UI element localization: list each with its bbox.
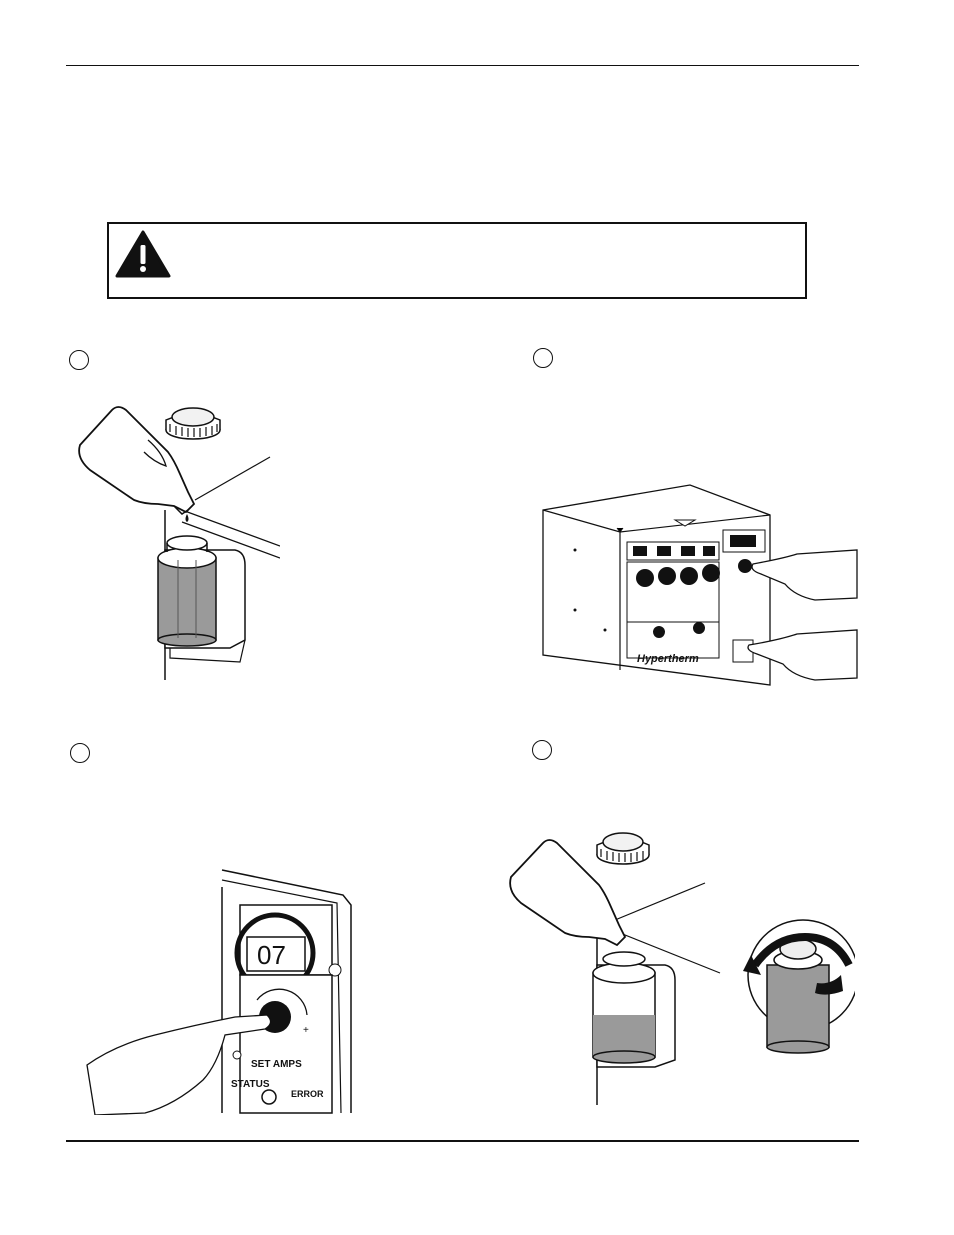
footer-rule [66, 1140, 859, 1142]
svg-text:Hypertherm: Hypertherm [637, 653, 699, 665]
pointing-hand-icon [747, 549, 858, 681]
reservoir-cap-icon [596, 832, 650, 865]
reservoir-cap-icon [165, 407, 221, 440]
warning-box [107, 222, 807, 299]
step-1-marker [69, 350, 89, 370]
coolant-bottle-icon [509, 839, 627, 947]
figure-power-supply: Hypertherm [542, 484, 858, 686]
step-2-marker [533, 348, 553, 368]
plus-label: + [303, 1025, 309, 1036]
step-3-marker [70, 743, 90, 763]
step-4-marker [532, 740, 552, 760]
warning-triangle-icon [115, 230, 171, 278]
amps-display-digits: 07 [257, 940, 286, 970]
pointing-hand-icon [86, 1014, 272, 1115]
error-label: ERROR [291, 1089, 324, 1099]
figure-fill-reservoir [78, 406, 280, 680]
header-rule [66, 65, 859, 66]
set-amps-label: SET AMPS [251, 1059, 302, 1070]
status-label: STATUS [231, 1079, 270, 1090]
figure-set-amps: 07 + SET AMPS STATUS ERROR [86, 869, 352, 1115]
rotate-arrow-icon [743, 955, 843, 995]
figure-refill-reservoir [509, 832, 855, 1105]
coolant-bottle-icon [78, 406, 196, 515]
